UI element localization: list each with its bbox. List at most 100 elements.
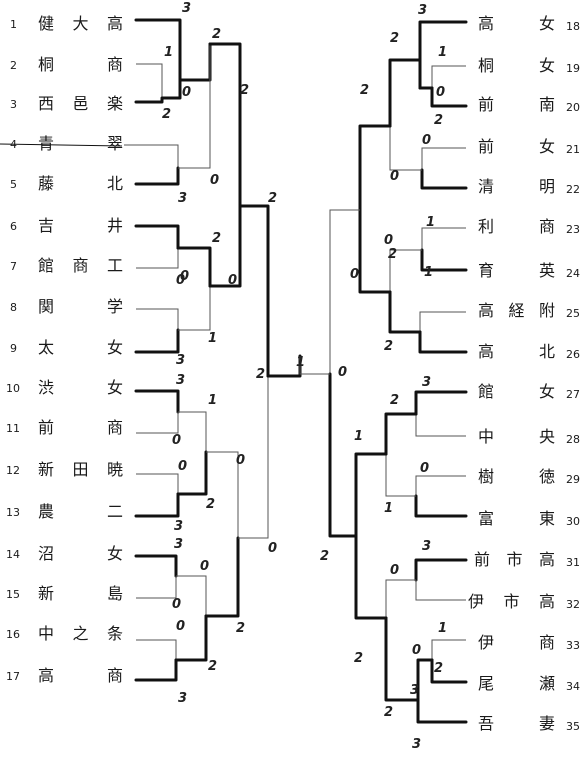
score: 3 xyxy=(412,737,421,752)
score: 2 xyxy=(162,107,171,122)
bracket-line xyxy=(358,124,392,212)
bracket-line xyxy=(389,126,422,171)
withdrawn-strike-line xyxy=(0,143,123,147)
team-name: 伊市高 xyxy=(468,592,556,611)
seed-number: 15 xyxy=(6,588,20,601)
score: 3 xyxy=(422,375,431,390)
seed-number: 32 xyxy=(566,598,580,611)
team-name: 青 翠 xyxy=(38,134,124,153)
score: 2 xyxy=(212,231,221,246)
bracket-line xyxy=(385,579,416,618)
seed-number: 17 xyxy=(6,670,20,683)
score: 0 xyxy=(228,273,237,288)
bracket-line xyxy=(329,209,360,374)
bracket-line xyxy=(136,248,179,269)
score: 2 xyxy=(384,705,393,720)
score: 0 xyxy=(172,433,181,448)
bracket-line xyxy=(354,534,388,620)
bracket-line xyxy=(415,475,466,496)
seed-number: 12 xyxy=(6,464,20,477)
team-name: 新田暁 xyxy=(38,460,124,479)
seed-number: 11 xyxy=(6,422,20,435)
bracket-line xyxy=(134,389,180,414)
team-name: 吾 妻 xyxy=(478,714,556,733)
bracket-line xyxy=(178,411,207,452)
bracket-line xyxy=(421,227,466,250)
bracket-line xyxy=(134,554,178,578)
score: 2 xyxy=(208,659,217,674)
score: 2 xyxy=(256,367,265,382)
score: 0 xyxy=(172,597,181,612)
score: 2 xyxy=(240,83,249,98)
team-name: 高 商 xyxy=(38,666,124,685)
bracket-line xyxy=(206,451,239,538)
team-name: 桐 商 xyxy=(38,55,124,74)
seed-number: 7 xyxy=(10,260,17,273)
bracket-line xyxy=(204,536,240,618)
score: 1 xyxy=(426,215,435,230)
bracket-line xyxy=(238,204,270,378)
score: 0 xyxy=(178,459,187,474)
bracket-line xyxy=(420,168,468,190)
score: 2 xyxy=(320,549,329,564)
team-name: 育 英 xyxy=(478,261,556,280)
score: 2 xyxy=(354,651,363,666)
bracket-line xyxy=(416,658,434,702)
bracket-line xyxy=(419,311,466,332)
score: 3 xyxy=(174,537,183,552)
score: 0 xyxy=(420,461,429,476)
bracket-line xyxy=(299,356,330,375)
bracket-line xyxy=(176,246,212,288)
score: 0 xyxy=(422,133,431,148)
bracket-line xyxy=(136,63,163,98)
bracket-line xyxy=(136,412,179,434)
bracket-line xyxy=(418,20,468,90)
seed-number: 29 xyxy=(566,473,580,486)
seed-number: 9 xyxy=(10,342,17,355)
team-name: 高 北 xyxy=(478,342,556,361)
bracket-line xyxy=(414,494,468,518)
bracket-line xyxy=(384,616,420,702)
bracket-line xyxy=(416,698,468,724)
seed-number: 26 xyxy=(566,348,580,361)
seed-number: 2 xyxy=(10,59,17,72)
right-bracket-lines xyxy=(299,20,468,724)
score: 1 xyxy=(208,331,217,346)
seed-number: 19 xyxy=(566,62,580,75)
bracket-line xyxy=(208,204,242,288)
score: 0 xyxy=(384,233,393,248)
seed-number: 8 xyxy=(10,301,17,314)
team-name: 館 女 xyxy=(478,382,556,401)
bracket-line xyxy=(134,166,180,186)
score: 1 xyxy=(424,265,433,280)
team-name: 前市高 xyxy=(474,550,556,569)
seed-number: 30 xyxy=(566,515,580,528)
team-name: 利 商 xyxy=(478,217,556,236)
bracket-line xyxy=(134,328,180,354)
bracket-line xyxy=(238,376,269,539)
seed-number: 14 xyxy=(6,548,20,561)
team-name: 中之条 xyxy=(38,624,124,643)
bracket-line xyxy=(134,492,180,518)
seed-number: 5 xyxy=(10,178,17,191)
bracket-line xyxy=(176,575,207,616)
bracket-line xyxy=(178,286,211,331)
team-name: 農 二 xyxy=(38,502,124,521)
team-name: 高 女 xyxy=(478,14,556,33)
score: 2 xyxy=(390,393,399,408)
score: 2 xyxy=(206,497,215,512)
score: 2 xyxy=(212,27,221,42)
score: 3 xyxy=(410,683,419,698)
bracket-line xyxy=(431,65,466,88)
score: 3 xyxy=(182,1,191,16)
seed-number: 28 xyxy=(566,433,580,446)
bracket-line xyxy=(385,454,416,497)
team-name: 健大高 xyxy=(38,14,124,33)
score: 3 xyxy=(418,3,427,18)
bracket-line xyxy=(174,614,208,662)
seed-number: 23 xyxy=(566,223,580,236)
bracket-line xyxy=(136,473,179,494)
score: 1 xyxy=(354,429,363,444)
team-name: 前 女 xyxy=(478,137,556,156)
